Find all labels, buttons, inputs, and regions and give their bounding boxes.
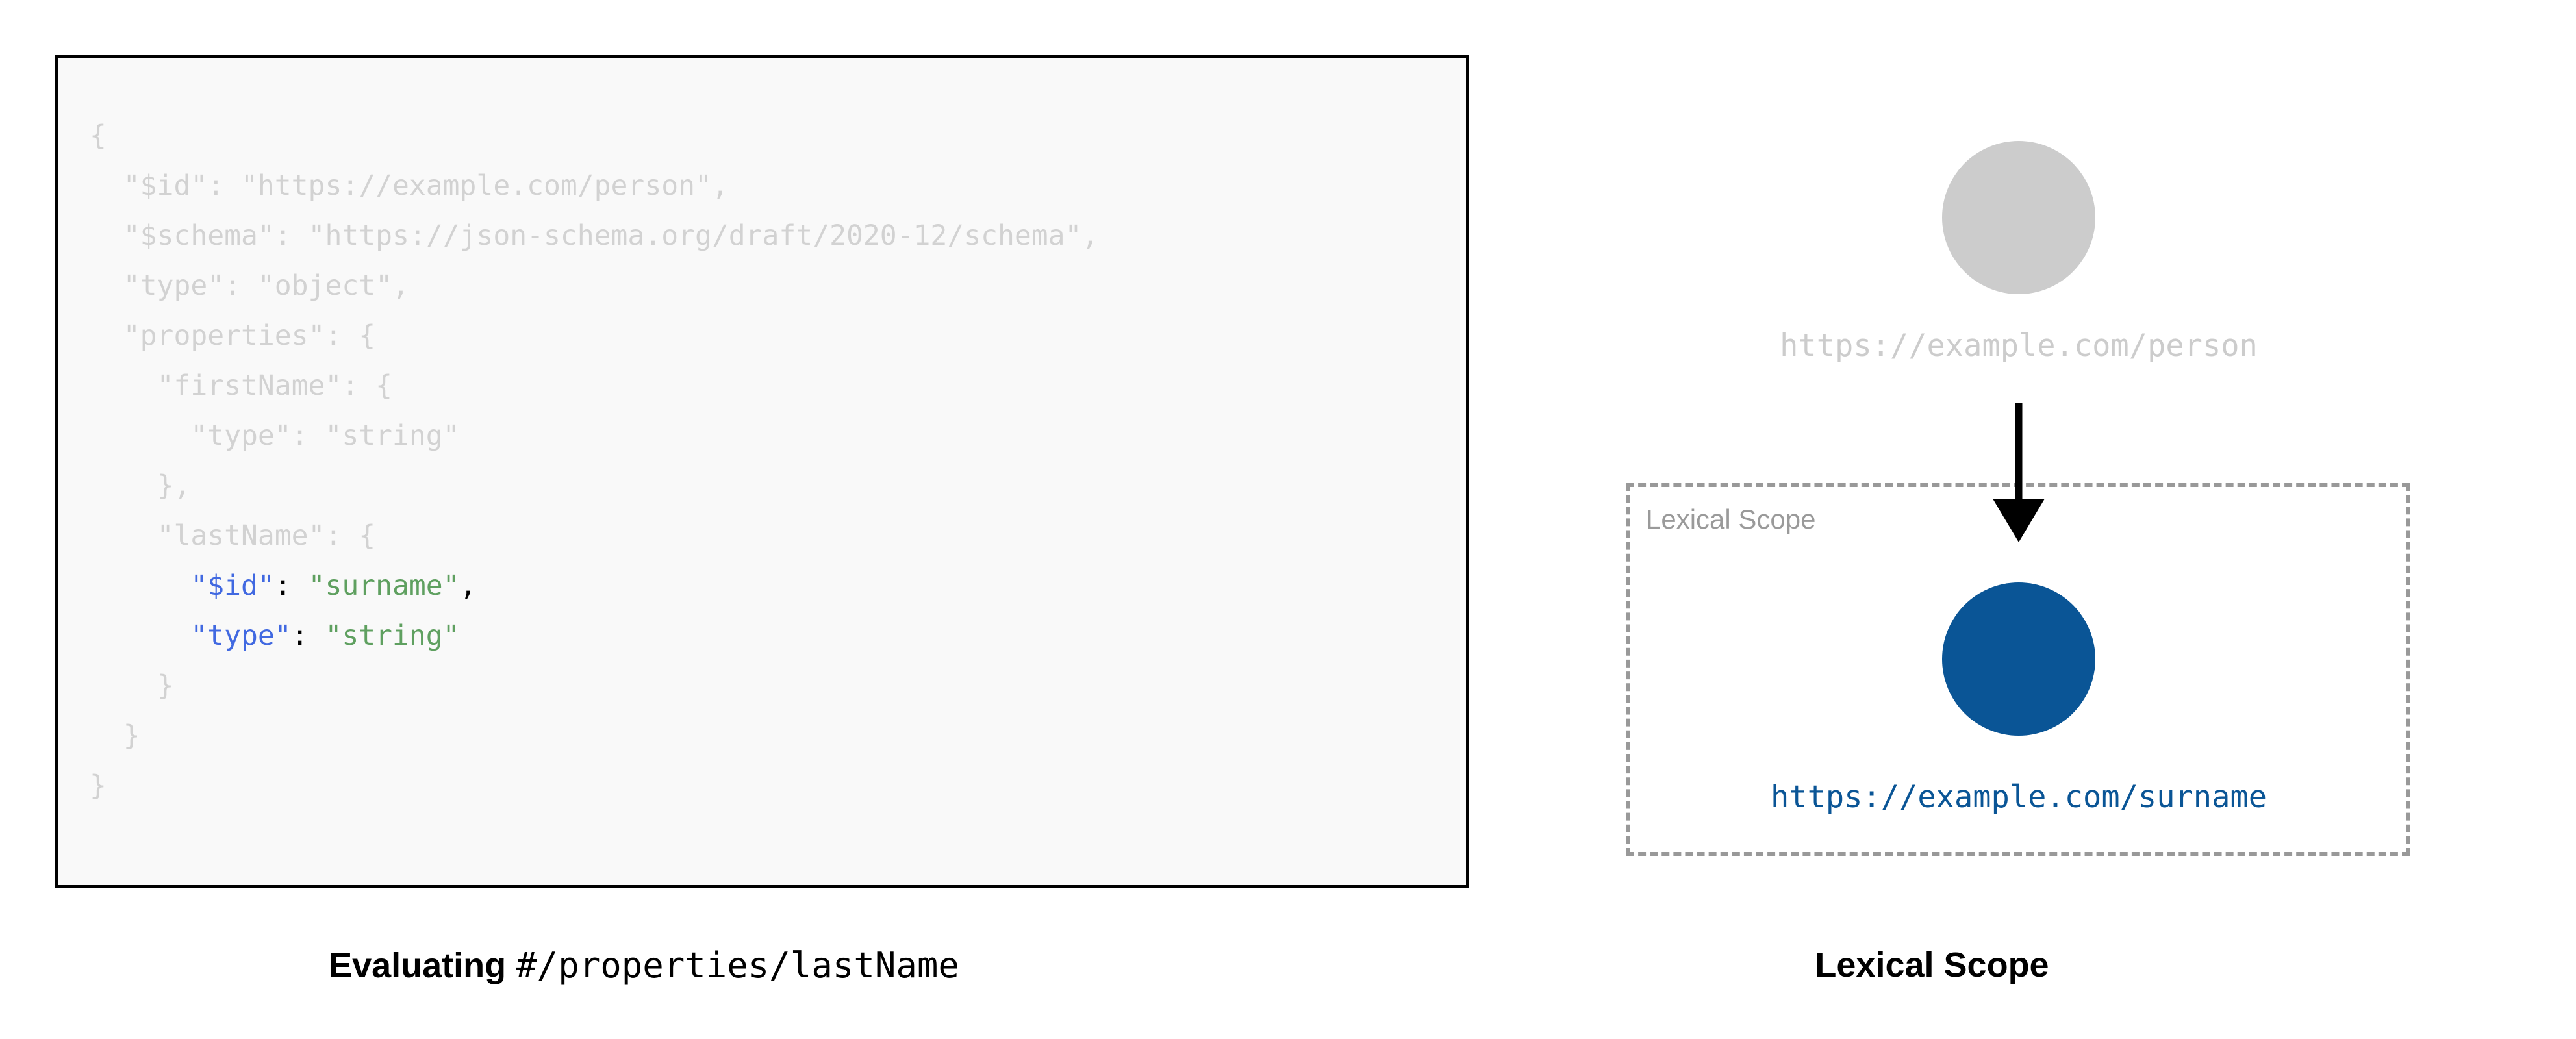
code-indent (90, 520, 157, 552)
lexical-scope-boundary-label: Lexical Scope (1646, 504, 1816, 534)
code-indent (90, 269, 123, 302)
code-indent (90, 670, 157, 702)
code-token: "$id": "https://example.com/person", (123, 169, 729, 202)
left-figure-caption: Evaluating #/properties/lastName (0, 945, 1288, 986)
code-token: } (90, 770, 107, 802)
code-indent (90, 570, 190, 602)
inner-resource-node-circle (1942, 582, 2095, 736)
schema-source-panel: { "$id": "https://example.com/person", "… (0, 55, 1469, 986)
code-block-container: { "$id": "https://example.com/person", "… (55, 55, 1469, 888)
code-line: "firstName": { (90, 361, 1098, 411)
lexical-scope-diagram-panel: https://example.com/person Lexical Scope… (1288, 0, 2576, 1039)
code-line: }, (90, 461, 1098, 511)
code-line: "type": "string" (90, 611, 1098, 661)
code-token: }, (157, 469, 191, 502)
code-token: "surname" (308, 570, 460, 602)
code-token: } (157, 670, 174, 702)
code-indent (90, 419, 190, 452)
caption-pointer-label: #/properties/lastName (516, 945, 959, 986)
code-line: "type": "object", (90, 261, 1098, 311)
code-indent (90, 720, 123, 752)
code-indent (90, 219, 123, 252)
code-line: "type": "string" (90, 411, 1098, 461)
code-token: : (291, 620, 325, 652)
code-indent (90, 469, 157, 502)
code-line: } (90, 711, 1098, 761)
code-line: "properties": { (90, 311, 1098, 361)
code-indent (90, 620, 190, 652)
code-token: { (90, 119, 107, 152)
code-token: "string" (325, 620, 460, 652)
caption-prefix-label: Evaluating (329, 946, 507, 985)
outer-resource-node-circle (1942, 141, 2095, 294)
code-line: "lastName": { (90, 511, 1098, 561)
outer-resource-node-label: https://example.com/person (1780, 328, 2258, 364)
right-figure-caption: Lexical Scope (1815, 945, 2049, 984)
json-schema-code: { "$id": "https://example.com/person", "… (90, 111, 1098, 811)
code-line: "$id": "https://example.com/person", (90, 161, 1098, 211)
code-token: "properties": { (123, 319, 376, 352)
code-token: "type": "object", (123, 269, 409, 302)
code-token: "$id" (190, 570, 275, 602)
code-line: "$id": "surname", (90, 561, 1098, 611)
code-token: "type": "string" (190, 419, 460, 452)
code-indent (90, 169, 123, 202)
code-line: "$schema": "https://json-schema.org/draf… (90, 211, 1099, 261)
code-line: } (90, 761, 1098, 811)
code-token: "type" (190, 620, 292, 652)
inner-resource-node-label: https://example.com/surname (1770, 779, 2267, 815)
code-token: , (459, 570, 477, 602)
code-token: "firstName": { (157, 369, 392, 402)
code-token: : (274, 570, 309, 602)
code-indent (90, 369, 157, 402)
code-line: } (90, 661, 1098, 711)
code-line: { (90, 111, 1098, 161)
code-token: "lastName": { (157, 520, 376, 552)
code-indent (90, 319, 123, 352)
code-token: } (123, 720, 140, 752)
code-token: "$schema": "https://json-schema.org/draf… (123, 219, 1099, 252)
down-arrow-icon (1993, 403, 2045, 542)
